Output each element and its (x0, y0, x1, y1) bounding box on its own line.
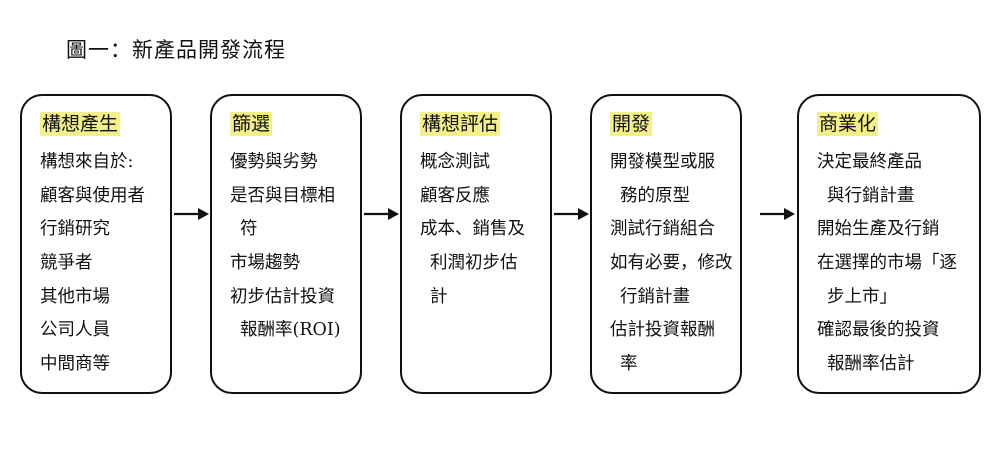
stage-heading: 構想產生 (40, 112, 121, 136)
stage-line: 公司人員 (40, 320, 110, 341)
stage-line: 務的原型 (620, 185, 690, 206)
stage-line: 行銷計畫 (620, 286, 690, 307)
stage-line: 概念測試 (420, 152, 490, 172)
stage-box-screening: 篩選 優勢與劣勢 是否與目標相 符 市場趨勢 初步估計投資 報酬率(ROI) (210, 94, 362, 394)
stage-line: 率 (620, 354, 638, 375)
stage-line: 如有必要，修改 (610, 253, 733, 274)
stage-line: 計 (430, 286, 448, 307)
stage-line: 是否與目標相 (230, 185, 335, 206)
stage-line: 在選擇的市場「逐 (817, 253, 957, 274)
stage-line: 報酬率(ROI) (240, 320, 341, 341)
flow-arrow (554, 208, 589, 220)
flow-arrow (364, 208, 399, 220)
stage-line: 符 (240, 219, 258, 240)
stage-line: 估計投資報酬 (610, 320, 715, 341)
figure-title: 圖一：新產品開發流程 (66, 38, 286, 62)
stage-line: 確認最後的投資 (817, 320, 940, 341)
stage-line: 優勢與劣勢 (230, 152, 318, 172)
stage-line: 顧客與使用者 (40, 185, 145, 206)
flow-arrow (760, 208, 795, 220)
stage-lines: 優勢與劣勢 是否與目標相 符 市場趨勢 初步估計投資 報酬率(ROI) (230, 150, 341, 352)
stage-line: 顧客反應 (420, 185, 490, 206)
stage-box-idea-generation: 構想產生 構想來自於: 顧客與使用者 行銷研究 競爭者 其他市場 公司人員 中間… (20, 94, 172, 394)
stage-line: 中間商等 (40, 354, 110, 375)
stage-lines: 概念測試 顧客反應 成本、銷售及 利潤初步估 計 (420, 150, 525, 318)
stage-line: 其他市場 (40, 286, 110, 307)
stage-line: 初步估計投資 (230, 286, 335, 307)
stage-line: 步上市」 (827, 286, 897, 307)
stage-heading: 構想評估 (420, 112, 501, 136)
stage-lines: 開發模型或服 務的原型 測試行銷組合 如有必要，修改 行銷計畫 估計投資報酬 率 (610, 150, 733, 386)
stage-line: 測試行銷組合 (610, 219, 715, 240)
stage-heading: 商業化 (817, 112, 879, 136)
stage-heading: 篩選 (230, 112, 273, 136)
stage-box-commercialization: 商業化 決定最終產品 與行銷計畫 開始生產及行銷 在選擇的市場「逐 步上市」 確… (797, 94, 981, 394)
stage-line: 決定最終產品 (817, 152, 922, 172)
stage-line: 市場趨勢 (230, 253, 300, 274)
stage-box-idea-evaluation: 構想評估 概念測試 顧客反應 成本、銷售及 利潤初步估 計 (400, 94, 552, 394)
stage-line: 與行銷計畫 (827, 185, 915, 206)
stage-line: 構想來自於: (40, 152, 134, 172)
stage-line: 競爭者 (40, 253, 93, 274)
stage-heading: 開發 (610, 112, 653, 136)
stage-line: 利潤初步估 (430, 253, 518, 274)
stage-line: 行銷研究 (40, 219, 110, 240)
stage-line: 開始生產及行銷 (817, 219, 940, 240)
flow-arrow (174, 208, 209, 220)
stage-lines: 決定最終產品 與行銷計畫 開始生產及行銷 在選擇的市場「逐 步上市」 確認最後的… (817, 150, 957, 386)
stage-box-development: 開發 開發模型或服 務的原型 測試行銷組合 如有必要，修改 行銷計畫 估計投資報… (590, 94, 742, 394)
stage-line: 報酬率估計 (827, 354, 915, 375)
stage-lines: 構想來自於: 顧客與使用者 行銷研究 競爭者 其他市場 公司人員 中間商等 (40, 150, 145, 386)
stage-line: 成本、銷售及 (420, 219, 525, 240)
stage-line: 開發模型或服 (610, 152, 715, 172)
